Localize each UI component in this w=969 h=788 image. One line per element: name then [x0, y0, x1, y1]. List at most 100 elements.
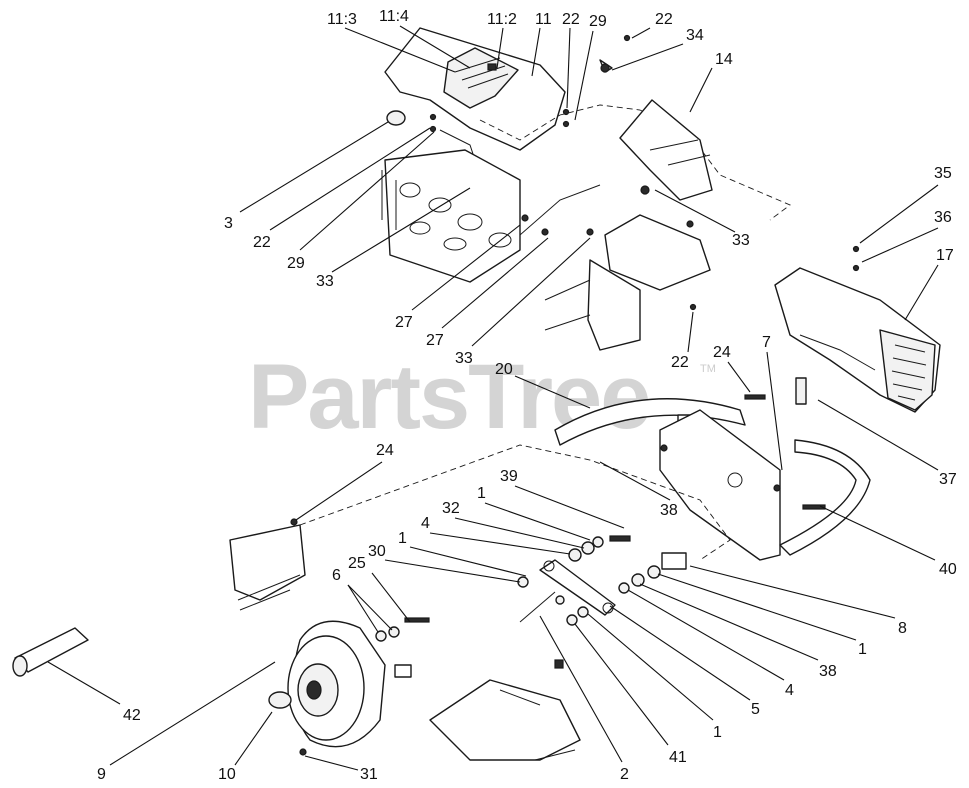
leader-line [904, 264, 939, 321]
leader-line [347, 584, 379, 633]
bolt-31 [299, 748, 307, 756]
leader-line [727, 361, 751, 393]
leader-line [344, 27, 456, 73]
leader-line [234, 711, 273, 766]
leader-line [627, 589, 785, 681]
callout-27-a: 27 [395, 314, 413, 331]
leader-line [654, 189, 736, 233]
callout-38-a: 32 [442, 500, 460, 517]
leader-line [47, 661, 121, 705]
callout-5: 5 [751, 701, 760, 718]
leader-line [819, 505, 936, 561]
callout-39: 39 [500, 468, 518, 485]
leader-line [514, 375, 591, 409]
leader-line [295, 461, 383, 521]
leader-line [441, 237, 549, 329]
watermark-text: PartsTree [248, 346, 649, 448]
callout-35: 35 [934, 165, 952, 182]
leader-line [471, 237, 591, 347]
leader-line [109, 661, 276, 766]
leader-line [331, 187, 471, 273]
leader-line [496, 27, 504, 69]
leader-line [611, 43, 684, 71]
leader-line [587, 613, 714, 721]
leader-line [531, 27, 541, 77]
callout-1-c: 1 [858, 641, 867, 658]
leader-line [859, 184, 939, 244]
deck-lower [429, 659, 581, 761]
leader-line [599, 461, 671, 501]
callout-labels: 11:3 11:4 11:2 11 22 29 22 34 14 3 22 29… [97, 8, 957, 783]
callout-29-a: 29 [589, 13, 607, 30]
leader-line [409, 546, 527, 577]
knob-3 [386, 110, 406, 126]
callout-29-b: 29 [287, 255, 305, 272]
callout-1-b: 1 [398, 530, 407, 547]
callout-11-3: 11:3 [327, 11, 357, 28]
callout-10: 10 [218, 766, 236, 783]
callout-36: 36 [934, 209, 952, 226]
leader-line [817, 399, 939, 471]
hardware-stack [375, 394, 826, 642]
callout-11-4: 11:4 [379, 8, 409, 25]
callout-14: 14 [715, 51, 733, 68]
callout-11-2: 11:2 [487, 11, 517, 28]
shield-17 [774, 267, 941, 413]
leader-line [657, 573, 857, 641]
leader-line [609, 605, 751, 701]
callout-31: 31 [360, 766, 378, 783]
leader-line [574, 30, 594, 121]
leader-line [689, 67, 713, 113]
callout-7: 7 [762, 334, 771, 351]
small-bolts-upper [429, 34, 860, 311]
spacer-10 [268, 691, 292, 709]
leader-line [639, 583, 819, 661]
leader-line [566, 27, 571, 109]
leader-line [484, 502, 591, 541]
watermark: PartsTree TM [248, 346, 716, 448]
callout-33-a: 33 [732, 232, 750, 249]
callout-2: 2 [620, 766, 629, 783]
clutch-9 [287, 620, 412, 748]
mount-plate [544, 214, 711, 351]
callout-40: 40 [939, 561, 957, 578]
callout-41: 41 [669, 749, 687, 766]
callout-37: 37 [939, 471, 957, 488]
callout-20: 20 [495, 361, 513, 378]
watermark-trademark: TM [700, 363, 716, 375]
callout-1-a: 1 [477, 485, 486, 502]
leader-line [861, 227, 939, 263]
handle-42 [12, 627, 89, 677]
callout-9: 9 [97, 766, 106, 783]
leader-line [766, 351, 783, 471]
callout-33-b: 33 [316, 273, 334, 290]
callout-11: 11 [535, 11, 552, 28]
callout-30: 30 [368, 543, 386, 560]
leader-line [384, 559, 521, 583]
callout-22-d: 22 [671, 354, 689, 371]
callout-42: 42 [123, 707, 141, 724]
frame-bracket [381, 104, 791, 283]
leader-line [454, 517, 585, 549]
callout-22-c: 22 [253, 234, 271, 251]
plate-7 [659, 409, 781, 561]
leader-line [269, 127, 431, 231]
callout-25: 25 [348, 555, 366, 572]
callout-1-d: 1 [713, 724, 722, 741]
leader-line [411, 224, 521, 311]
bracket-14 [599, 59, 713, 201]
callout-4-b: 4 [785, 682, 794, 699]
callout-27-b: 27 [426, 332, 444, 349]
callout-22-b: 22 [655, 11, 673, 28]
callout-38-b: 38 [819, 663, 837, 680]
callout-3: 3 [224, 215, 233, 232]
callout-24-b: 24 [376, 442, 394, 459]
leader-line [689, 565, 896, 619]
callout-32: 38 [660, 502, 678, 519]
callout-33-c: 33 [455, 350, 473, 367]
callout-34: 34 [686, 27, 704, 44]
leader-line [304, 755, 359, 771]
callout-leaders [47, 25, 939, 771]
leader-line [239, 121, 389, 213]
callout-24-a: 24 [713, 344, 731, 361]
